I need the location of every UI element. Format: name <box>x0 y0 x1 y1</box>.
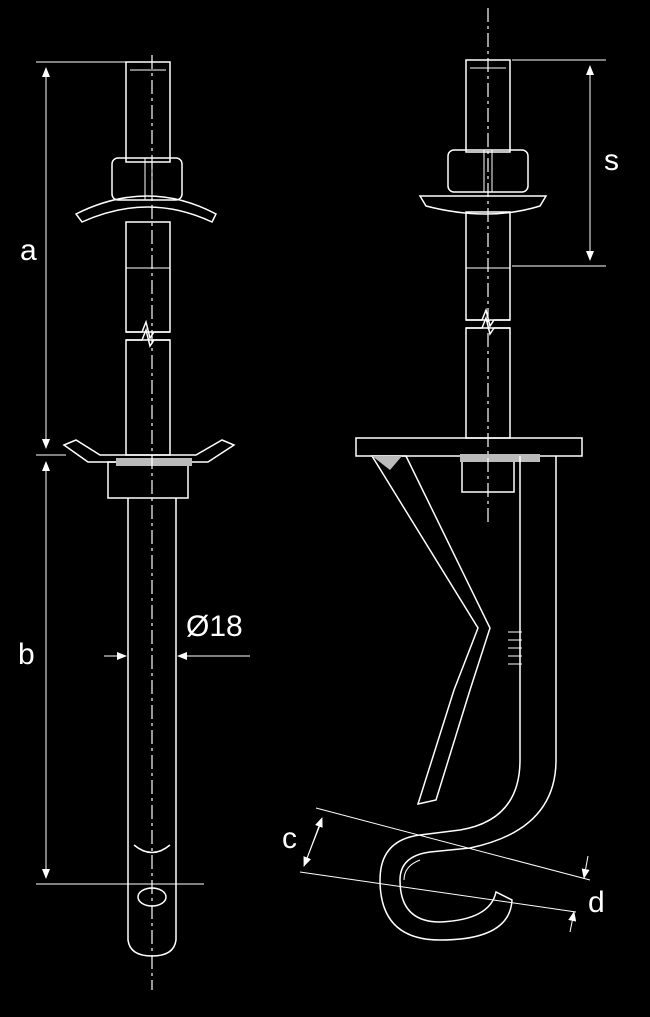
label-a: a <box>20 234 37 267</box>
right-thread-marks <box>508 631 522 665</box>
left-anchor <box>62 55 236 990</box>
dimension-a: a <box>20 61 126 456</box>
left-curved-washer <box>74 195 217 223</box>
label-c: c <box>282 822 297 855</box>
right-base-plate <box>355 437 583 457</box>
left-threaded-rod <box>125 61 171 163</box>
dimension-diameter: Ø18 <box>104 610 250 660</box>
dimension-c: c <box>282 807 591 913</box>
label-s: s <box>604 144 619 177</box>
right-hook <box>379 456 557 941</box>
left-rod-middle <box>125 339 171 456</box>
left-rod-upper <box>125 221 171 333</box>
right-washer <box>418 195 548 215</box>
left-sleeve-head <box>107 461 189 499</box>
label-diameter: Ø18 <box>186 610 243 643</box>
right-anchor <box>355 8 583 941</box>
left-nut <box>111 157 183 201</box>
label-d: d <box>588 886 605 919</box>
dimension-b: b <box>18 461 204 885</box>
dimension-s: s <box>512 59 619 267</box>
label-b: b <box>18 638 35 671</box>
dimension-d: d <box>568 855 605 933</box>
right-diagonal-strut <box>370 455 491 806</box>
